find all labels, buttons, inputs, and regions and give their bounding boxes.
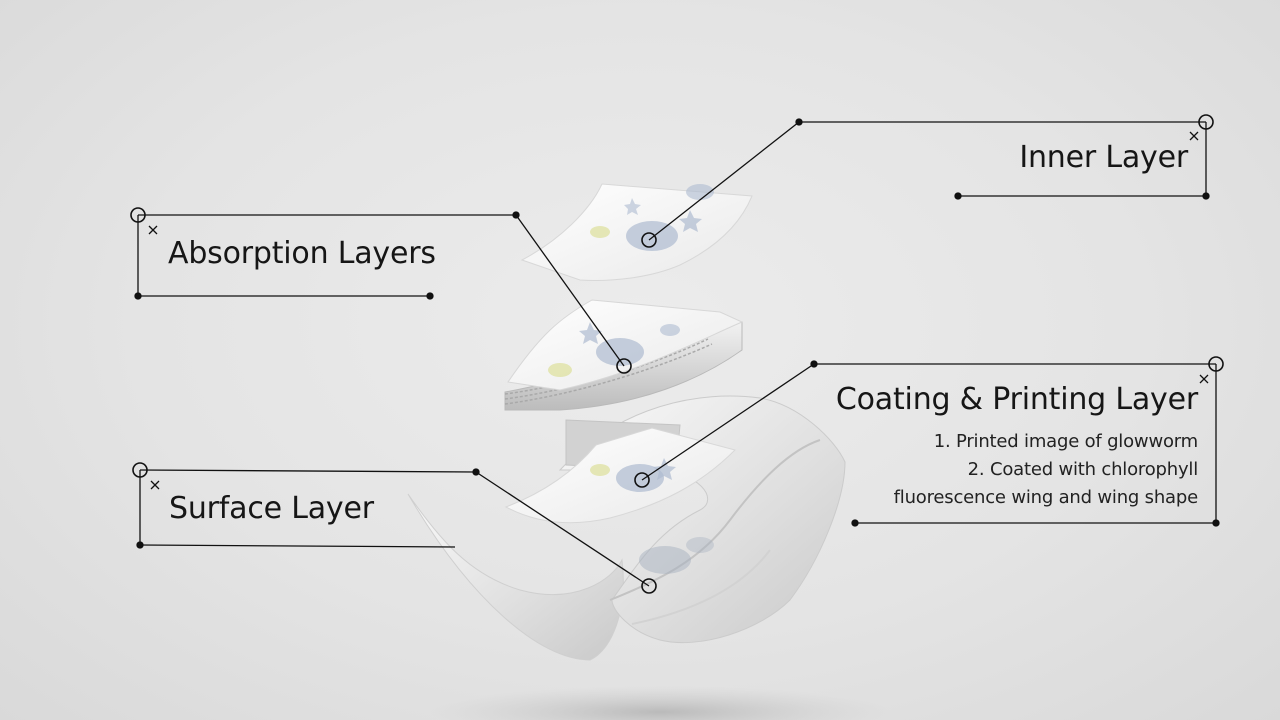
coating-printing-layer-label: Coating & Printing Layer xyxy=(835,382,1198,417)
coating-note-2: 2. Coated with chlorophyll xyxy=(967,459,1199,480)
coating-note-1: 1. Printed image of glowworm xyxy=(933,431,1198,452)
inner-layer-sheet xyxy=(520,183,753,281)
floor-shadow xyxy=(430,686,890,720)
surface-layer-label: Surface Layer xyxy=(169,491,374,526)
callout-absorption-layers xyxy=(130,207,632,374)
coating-notes: 1. Printed image of glowworm 2. Coated w… xyxy=(893,428,1199,512)
callout-inner-layer xyxy=(641,114,1214,248)
inner-layer-label: Inner Layer xyxy=(1019,140,1188,175)
absorption-layers-label: Absorption Layers xyxy=(168,236,436,271)
callout-coating-printing-layer xyxy=(634,356,1224,527)
absorption-layers-stack xyxy=(504,299,744,411)
coating-note-3: fluorescence wing and wing shape xyxy=(893,487,1199,508)
coating-printing-sheet xyxy=(504,427,736,524)
callout-surface-layer xyxy=(132,462,657,594)
